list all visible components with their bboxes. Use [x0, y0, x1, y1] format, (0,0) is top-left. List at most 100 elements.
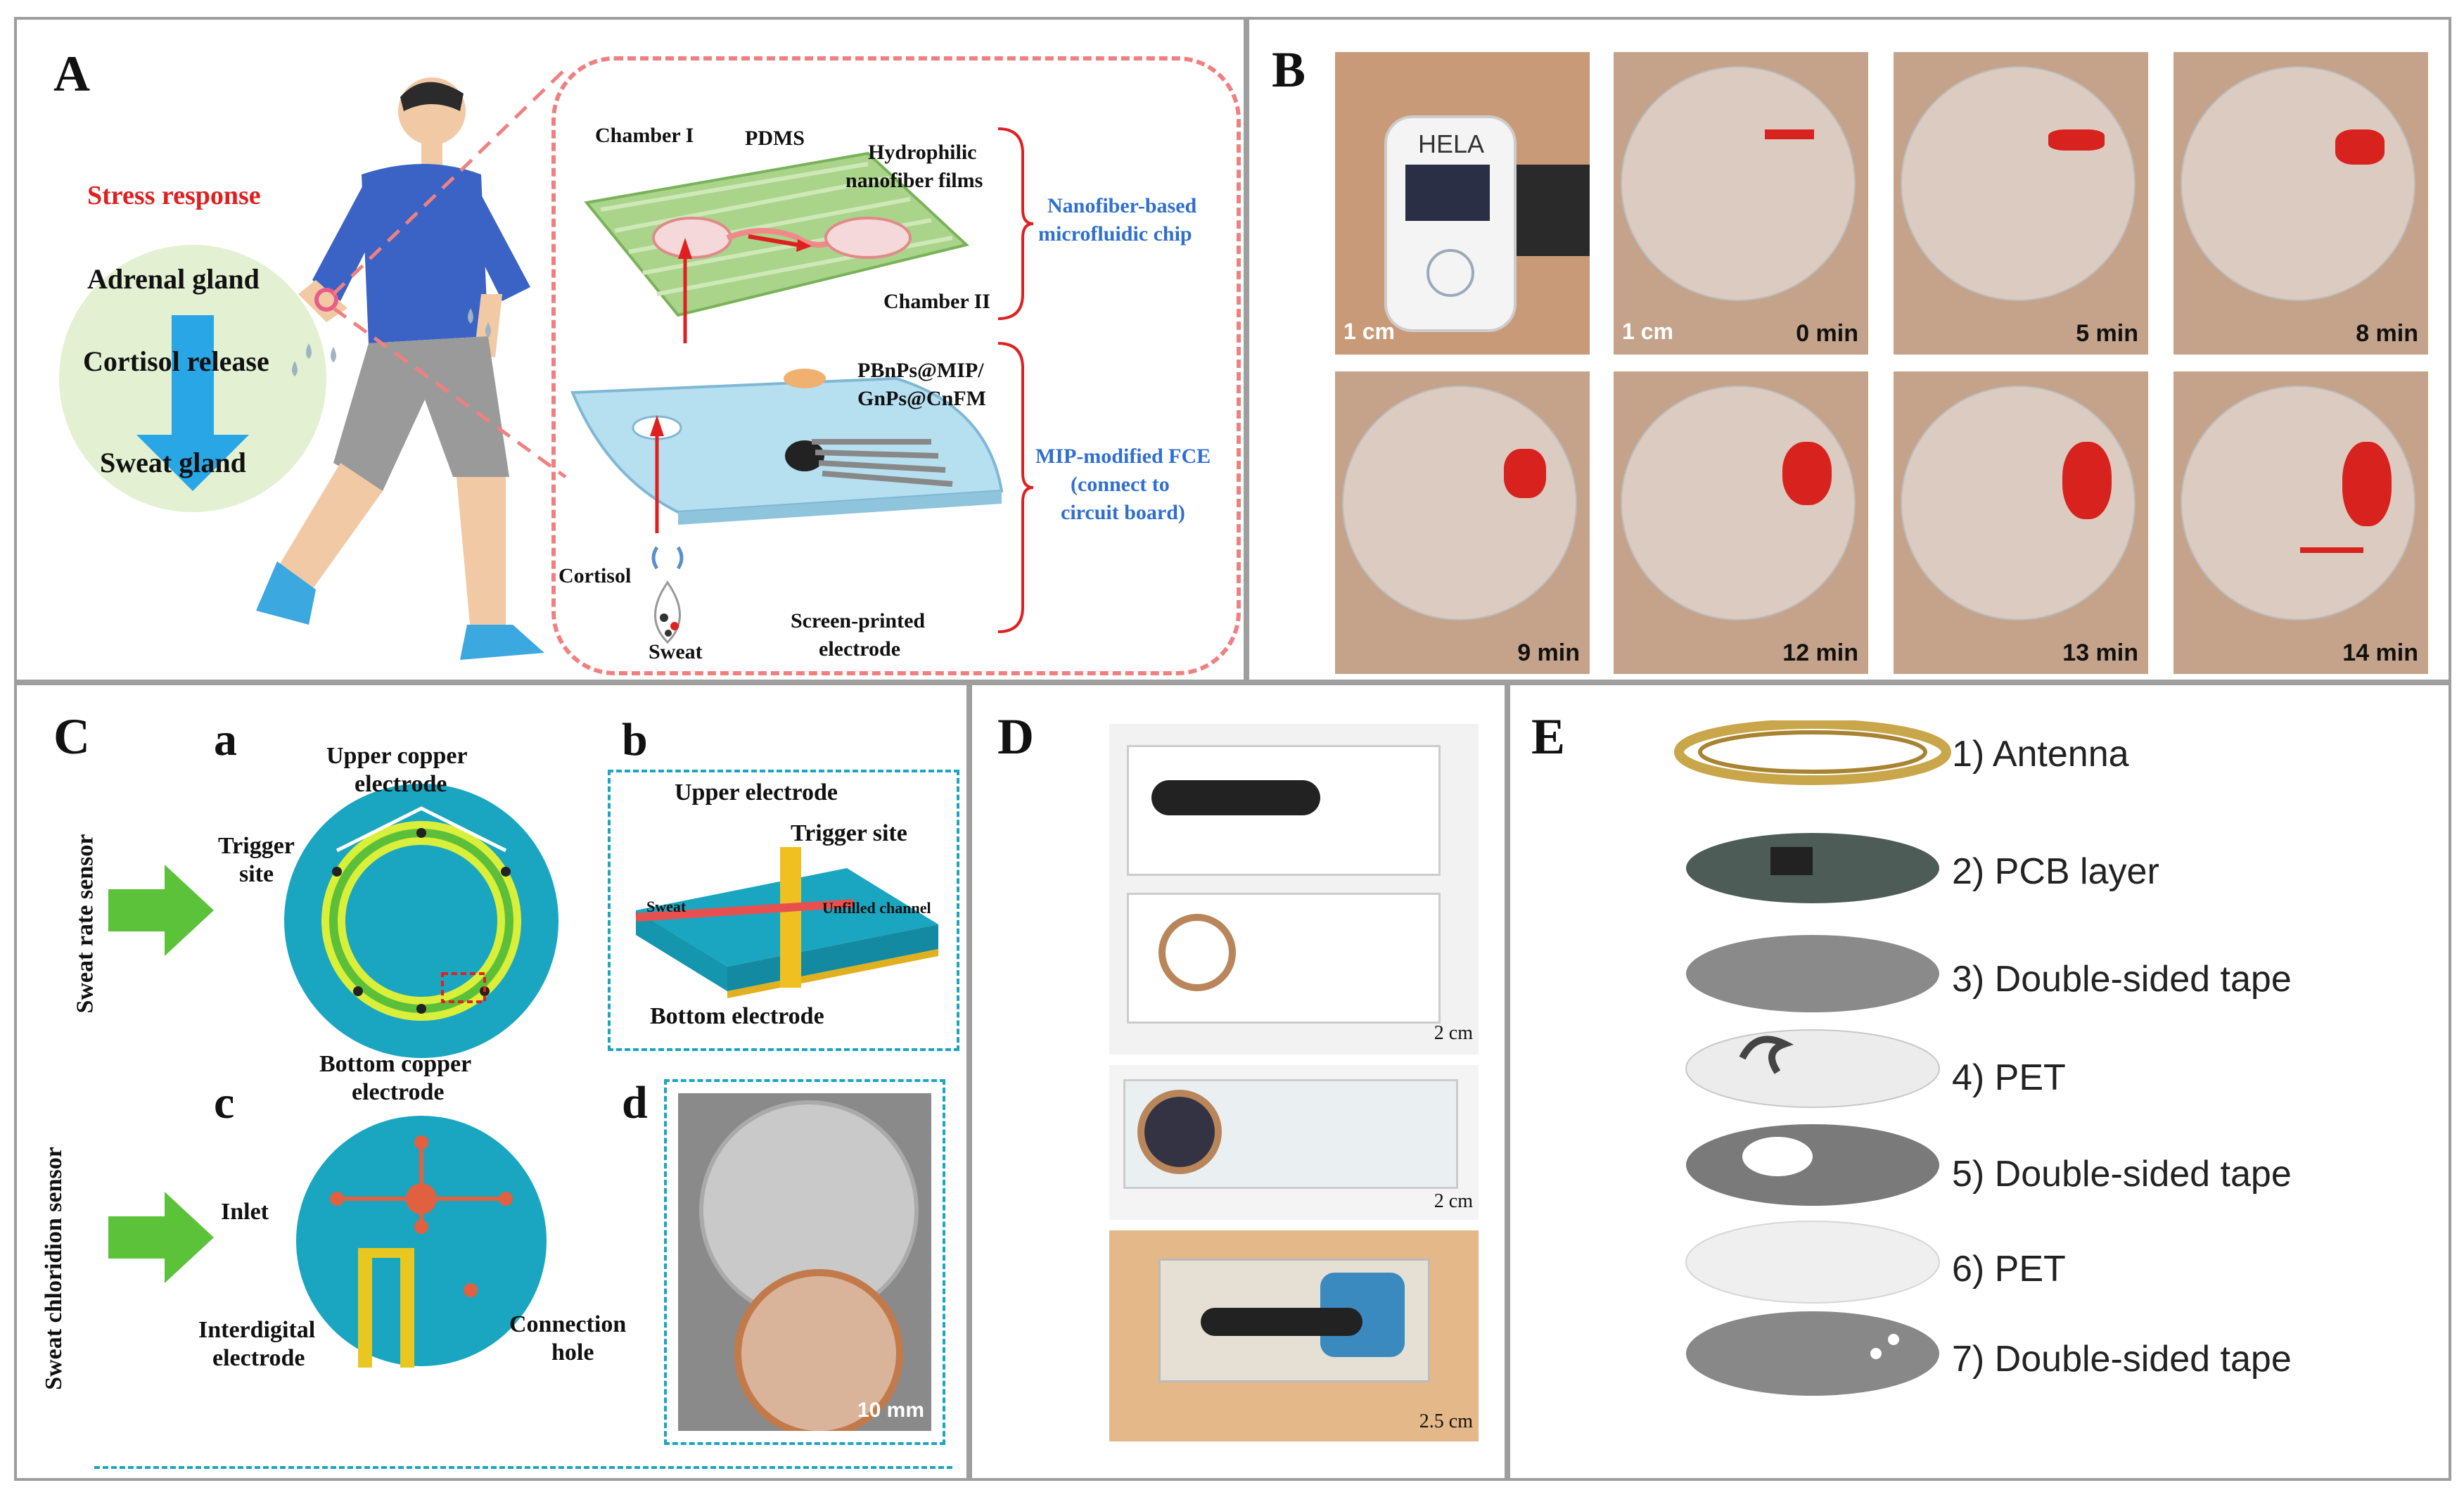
patch-disc [1901, 386, 2136, 620]
scale-label-d: 10 mm [857, 1399, 924, 1422]
hydrophilic-label-2: nanofiber films [845, 169, 983, 192]
spe-label-2: electrode [819, 637, 901, 661]
connection-hole-label-1: Connection [509, 1311, 627, 1337]
black-channel [1201, 1308, 1362, 1336]
layer-label-4: 4) PET [1952, 1057, 2066, 1098]
bottom-copper-label-2: electrode [352, 1079, 445, 1105]
mip-fce-label-1: MIP-modified FCE [1035, 445, 1211, 468]
hydrophilic-label-1: Hydrophilic [868, 141, 977, 164]
coin-device-photo: 10 mm [678, 1093, 931, 1431]
fce-electrode-illustration [570, 369, 1004, 533]
chamber-1-label: Chamber I [595, 124, 694, 147]
patch-photo-2: 2 cm [1109, 1065, 1479, 1220]
time-label-6: 14 min [2342, 639, 2418, 666]
time-photo-9: 9 min [1335, 371, 1590, 674]
inlet-label: Inlet [221, 1199, 269, 1225]
time-label-0: 0 min [1796, 320, 1858, 347]
time-photo-0: 1 cm 0 min [1614, 52, 1868, 355]
adrenal-gland-label: Adrenal gland [87, 263, 260, 295]
patch-disc [1342, 386, 1577, 620]
panel-b: B HELA 1 cm 1 cm 0 min 5 min 8 min 9 min… [1246, 17, 2451, 682]
green-arrow-icon [108, 865, 214, 956]
panel-e: E 1) Antenna 2) PCB layer 3) Double-side… [1507, 682, 2451, 1481]
sensor-device [734, 1269, 903, 1431]
chip-bracket [997, 127, 1034, 320]
time-photo-13: 13 min [1894, 371, 2148, 674]
upper-copper-label-1: Upper copper [326, 743, 468, 769]
patch-disc [2181, 66, 2415, 301]
layer-label-5: 5) Double-sided tape [1952, 1154, 2292, 1195]
pdms-label: PDMS [745, 127, 805, 150]
scale-label-1: 1 cm [1343, 319, 1395, 344]
fce-bracket [997, 342, 1034, 633]
sweat-dye [2342, 442, 2392, 526]
patch-photo-1: 2 cm [1109, 724, 1479, 1055]
interdigital-label-2: electrode [212, 1345, 305, 1371]
sub-label-c: c [214, 1077, 235, 1128]
bottom-electrode-label: Bottom electrode [650, 1003, 824, 1029]
sweat-dye [1504, 449, 1546, 498]
mip-fce-label-3: circuit board) [1061, 501, 1185, 524]
panel-c-label: C [53, 708, 90, 765]
black-channel [1151, 780, 1320, 815]
patch-disc [1621, 386, 1856, 620]
scale-label-d2: 2 cm [1434, 1190, 1473, 1212]
sub-label-b: b [622, 714, 648, 765]
time-label-1: 5 min [2076, 320, 2138, 347]
chloridion-sensor-diagram [296, 1116, 547, 1368]
layer-stack-illustration [1674, 720, 1951, 1396]
time-photo-5: 5 min [1894, 52, 2148, 355]
sub-label-d: d [622, 1077, 648, 1128]
spiral-electrode [1158, 914, 1236, 991]
sweat-rate-sensor-diagram [284, 784, 558, 1058]
nanofiber-chip-label-1: Nanofiber-based [1047, 194, 1197, 217]
channel-detail-box [608, 770, 959, 1051]
device-brand-label: HELA [1418, 129, 1485, 158]
patch-disc [1621, 66, 1856, 301]
cortisol-label: Cortisol [558, 564, 632, 587]
layer-label-2: 2) PCB layer [1952, 851, 2159, 892]
sweat-dye [1782, 442, 1832, 505]
pbnps-label-2: GnPs@CnFM [857, 387, 986, 410]
sweat-dye [1765, 129, 1814, 139]
scale-label-d1: 2 cm [1434, 1022, 1473, 1044]
patch-photo-3: 2.5 cm [1109, 1230, 1479, 1441]
time-label-2: 8 min [2356, 320, 2418, 347]
runner-illustration [256, 77, 544, 660]
interdigital-label-1: Interdigital [198, 1317, 316, 1343]
time-photo-12: 12 min [1614, 371, 1868, 674]
spe-label-1: Screen-printed [791, 609, 926, 632]
layer-label-7: 7) Double-sided tape [1952, 1339, 2292, 1380]
sweat-drop-illustration [651, 546, 684, 644]
scale-label-d3: 2.5 cm [1419, 1411, 1473, 1432]
device-button [1426, 249, 1474, 297]
sweat-dye [2335, 129, 2385, 165]
layer-label-6: 6) PET [1952, 1249, 2066, 1290]
trigger-site-label-1: Trigger [218, 833, 295, 859]
sweat-chloridion-sensor-label: Sweat chloridion sensor [40, 1147, 67, 1390]
time-photo-14: 14 min [2173, 371, 2428, 674]
bottom-copper-label-1: Bottom copper [319, 1051, 472, 1077]
unfilled-channel-label: Unfilled channel [822, 899, 931, 917]
device-body [1384, 115, 1517, 332]
time-label-4: 12 min [1782, 639, 1858, 666]
sub-label-a: a [214, 714, 237, 765]
scale-label-2: 1 cm [1622, 319, 1673, 344]
patch-disc [1901, 66, 2136, 301]
panel-d-label: D [997, 708, 1034, 765]
zoom-connector-lines [333, 68, 567, 479]
green-arrow-icon [108, 1192, 214, 1283]
nanofiber-chip-label-2: microfluidic chip [1038, 222, 1192, 246]
panel-e-label: E [1531, 708, 1566, 765]
time-label-5: 13 min [2062, 639, 2138, 666]
sweat-label: Sweat [649, 640, 703, 663]
cortisol-release-label: Cortisol release [83, 345, 269, 377]
device-detail-box [551, 56, 1241, 675]
trigger-site-label: Trigger site [791, 820, 907, 846]
sweat-rate-sensor-label: Sweat rate sensor [72, 834, 98, 1014]
panel-b-label: B [1272, 42, 1306, 98]
time-photo-8: 8 min [2173, 52, 2428, 355]
panel-a-label: A [53, 46, 90, 102]
stress-response-label: Stress response [87, 181, 261, 210]
spiral-electrode [1137, 1090, 1222, 1174]
